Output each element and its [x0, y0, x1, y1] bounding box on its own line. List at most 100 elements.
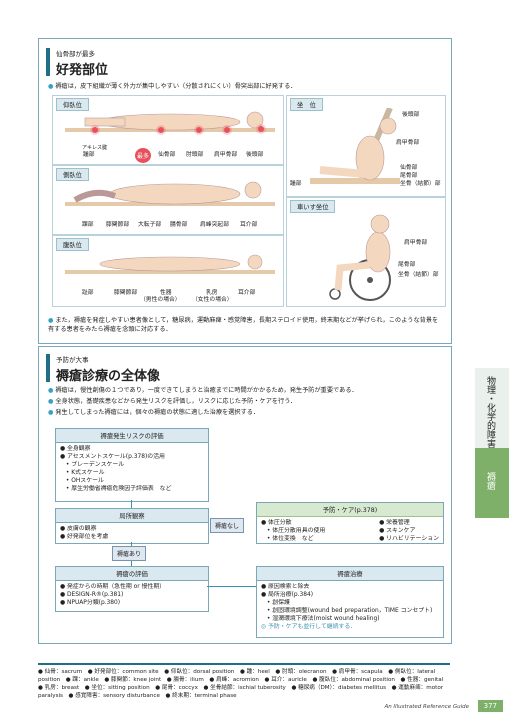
supine-label-1: 仙骨部 — [158, 152, 176, 158]
treat-line: • 創保護 — [261, 600, 290, 606]
supine-label-2: 肘頭部 — [186, 152, 204, 158]
eval-box: 褥瘡の評価 ● 発症からの時期（急性期 or 慢性期） ● DESIGN-R®(… — [55, 566, 209, 612]
wheelchair-label-0: 肩甲骨部 — [404, 240, 428, 246]
risk-box-body: ● 全身観察 ● アセスメントスケール(p.378)の活用 • ブレーデンスケー… — [56, 443, 208, 495]
lateral-label-0: 踝部 — [82, 222, 94, 228]
wheelchair-label-1: 尾骨部 — [398, 262, 416, 268]
sidebar-category: 物理・化学的障害 — [485, 376, 495, 448]
sitting-label-3: 尾骨部 — [400, 173, 418, 179]
supine-label-4: 後頭部 — [246, 152, 264, 158]
sitting-label-5: 踵部 — [290, 181, 302, 187]
sitting-figure — [310, 108, 400, 184]
flow-arrow — [131, 500, 132, 508]
risk-box: 褥瘡発生リスクの評価 ● 全身観察 ● アセスメントスケール(p.378)の活用… — [55, 428, 209, 502]
hotspot — [158, 127, 164, 133]
prone-label-2: 性器 — [160, 290, 172, 296]
prone-label-1: 膝関節部 — [114, 290, 138, 296]
prone-label-0: 趾部 — [82, 290, 94, 296]
prone-label: 腹臥位 — [56, 238, 89, 251]
section1-note-text: また，褥瘡を発症しやすい患者像として，糖尿病，運動麻痺・感覚障害，長期ステロイド… — [48, 317, 439, 333]
risk-line: ● アセスメントスケール(p.378)の活用 — [60, 454, 165, 460]
risk-line: ● 全身観察 — [60, 446, 91, 452]
prone-sub-1: （女性の場合） — [192, 297, 233, 303]
section1-bar — [46, 48, 50, 76]
treat-box: 褥瘡治療 ● 原因検索と除去 ● 局所治療(p.384) • 創保護 • 創固環… — [256, 566, 444, 638]
section1-note: ● また，褥瘡を発症しやすい患者像として，糖尿病，運動麻痺・感覚障害，長期ステロ… — [48, 316, 444, 334]
section2-title: 褥瘡診療の全体像 — [56, 369, 161, 384]
local-box: 局所観察 ● 皮膚の観察 ● 好発部位を考慮 — [55, 508, 209, 544]
page-number: 377 — [477, 700, 503, 712]
section2-bullet-0: ● 褥瘡は，慢性創傷の１つであり，一度できてしまうと治癒までに時間がかかるため，… — [48, 386, 444, 395]
prone-figure — [65, 254, 275, 274]
bullet-dot: ● — [48, 398, 54, 405]
bullet-dot: ● — [48, 409, 54, 416]
treat-line: • 創固環境調整(wound bed preparation，TIME コンセプ… — [261, 608, 433, 614]
section2-bullet-text: 発生してしまった褥瘡には，個々の褥瘡の状態に適した治療を選択する． — [55, 409, 260, 416]
prevent-right: ● 栄養管理 ● スキンケア ● リハビリテーション — [379, 519, 439, 543]
footer-glossary: ● 仙骨：sacrum ● 好発部位：common site ● 仰臥位：dor… — [38, 663, 450, 700]
sidebar-category-tab[interactable] — [475, 368, 509, 448]
risk-line: • 厚生労働省褥瘡危険因子評価表 など — [60, 486, 172, 492]
no-ulcer-tag: 褥瘡なし — [210, 518, 245, 533]
local-line: ● 好発部位を考慮 — [60, 534, 109, 540]
prevent-line: • 体位変換 など — [261, 536, 314, 542]
section1-chip: 仙骨部が最多 — [56, 50, 95, 58]
treat-box-body: ● 原因検索と除去 ● 局所治療(p.384) • 創保護 • 創固環境調整(w… — [257, 581, 443, 633]
treat-box-head: 褥瘡治療 — [257, 567, 443, 581]
risk-line: • OHスケール — [60, 478, 104, 484]
wheelchair-figure — [329, 214, 391, 301]
section1-title: 好発部位 — [56, 63, 109, 78]
treat-line: ● 局所治療(p.384) — [261, 592, 314, 598]
section1-intro-text: 褥瘡は，皮下組織が薄く外力が集中しやすい（分散されにくい）骨突出部に好発する． — [55, 83, 297, 90]
sitting-label-1: 肩甲骨部 — [396, 140, 420, 146]
bullet-dot: ● — [48, 317, 54, 324]
lateral-label: 側臥位 — [56, 168, 89, 181]
hotspot — [196, 127, 202, 133]
supine-label: 仰臥位 — [56, 98, 89, 111]
section2-chip: 予防が大事 — [56, 356, 89, 364]
treat-line: ◎ 予防・ケアも並行して継続する． — [261, 624, 357, 630]
sidebar-current-tab[interactable] — [475, 448, 509, 518]
most-badge: 最多 — [135, 148, 152, 163]
section2-bullet-2: ● 発生してしまった褥瘡には，個々の褥瘡の状態に適した治療を選択する． — [48, 408, 444, 417]
prone-sub-0: （男性の場合） — [140, 297, 181, 303]
supine-figure — [65, 111, 275, 132]
sidebar-current: 褥瘡 — [485, 472, 495, 490]
treat-line: • 湿潤環境下療法(moist wound healing) — [261, 616, 380, 622]
hotspot — [224, 127, 230, 133]
section2-bullet-text: 褥瘡は，慢性創傷の１つであり，一度できてしまうと治癒までに時間がかかるため，発生… — [55, 387, 358, 394]
risk-line: • ブレーデンスケール — [60, 462, 125, 468]
local-box-head: 局所観察 — [56, 509, 208, 523]
bullet-dot: ● — [48, 83, 54, 90]
eval-line: ● DESIGN-R®(p.381) — [60, 592, 124, 598]
section2-bullet-1: ● 全身状態，基礎疾患などから発生リスクを評価し，リスクに応じた予防・ケアを行う… — [48, 397, 444, 406]
prevent-box-head: 予防・ケア(p.378) — [257, 503, 443, 517]
bullet-dot: ● — [48, 387, 54, 394]
eval-box-head: 褥瘡の評価 — [56, 567, 208, 581]
lateral-label-3: 腸骨部 — [170, 222, 188, 228]
supine-small-label: アキレス腱 — [82, 145, 108, 151]
risk-box-head: 褥瘡発生リスクの評価 — [56, 429, 208, 443]
lateral-label-1: 膝関節部 — [106, 222, 130, 228]
wheelchair-label: 車いす坐位 — [290, 200, 336, 213]
sitting-label-2: 仙骨部 — [400, 165, 418, 171]
flow-arrow — [207, 586, 256, 587]
risk-line: • K式スケール — [60, 470, 105, 476]
prevent-box-body: ● 体圧分散 • 体圧分散用具の使用 • 体位変換 など ● 栄養管理 ● スキ… — [257, 517, 443, 545]
sitting-label-0: 後頭部 — [402, 112, 420, 118]
supine-label-3: 肩甲骨部 — [214, 152, 238, 158]
ulcer-tag: 褥瘡あり — [112, 546, 147, 561]
sitting-label: 坐 位 — [290, 98, 323, 111]
prevent-line: ● スキンケア — [379, 528, 416, 534]
section2-bullet-text: 全身状態，基礎疾患などから発生リスクを評価し，リスクに応じた予防・ケアを行う． — [55, 398, 297, 405]
lateral-figure — [65, 181, 275, 206]
lateral-label-2: 大転子部 — [138, 222, 162, 228]
page-guide: An Illustrated Reference Guide — [384, 704, 469, 710]
local-box-body: ● 皮膚の観察 ● 好発部位を考慮 — [56, 523, 208, 543]
wheelchair-label-2: 坐骨（結節）部 — [398, 272, 439, 278]
supine-label-0: 踵部 — [83, 152, 95, 158]
prevent-line: ● リハビリテーション — [379, 536, 439, 542]
prevent-line: ● 体圧分散 — [261, 520, 292, 526]
lateral-label-4: 肩峰突起部 — [200, 222, 229, 228]
